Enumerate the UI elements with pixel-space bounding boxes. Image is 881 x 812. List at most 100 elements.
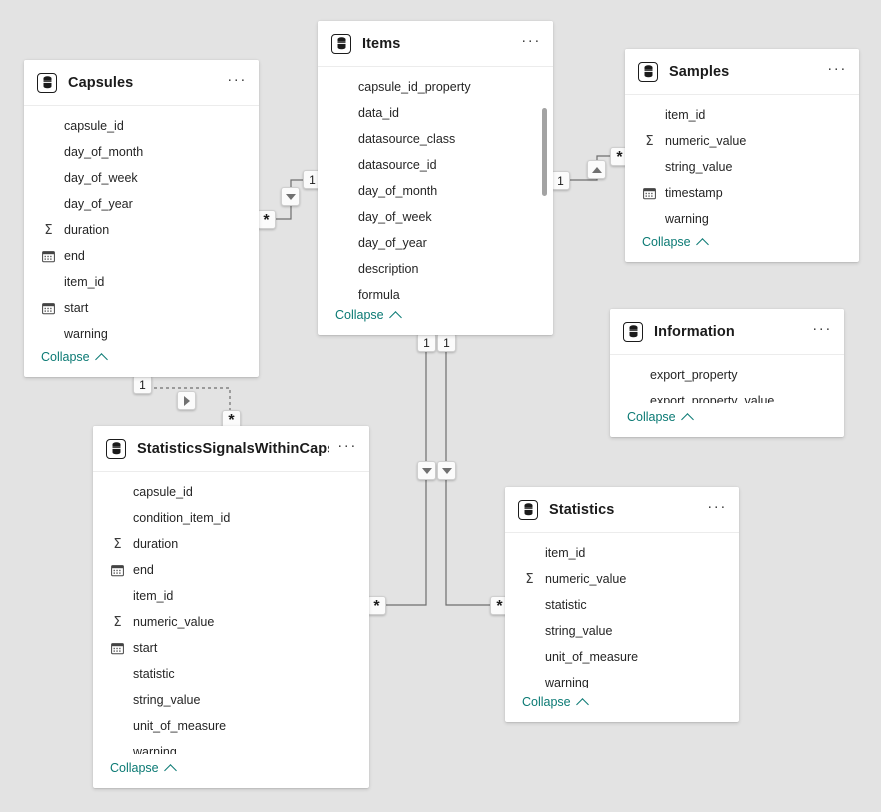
cardinality-badge-many[interactable]: *	[490, 596, 509, 615]
collapse-button-information[interactable]: Collapse	[627, 410, 694, 426]
ellipsis-icon[interactable]: ···	[707, 497, 727, 515]
cross-filter-arrow-down-icon[interactable]	[417, 461, 436, 480]
table-field-label: string_value	[133, 693, 201, 707]
collapse-label: Collapse	[642, 235, 691, 249]
table-header-stats_signals[interactable]: StatisticsSignalsWithinCapsules···	[93, 426, 369, 472]
table-field[interactable]: warning	[625, 206, 859, 228]
table-field[interactable]: item_id	[505, 540, 739, 566]
table-field[interactable]: timestamp	[625, 180, 859, 206]
table-field-label: duration	[64, 223, 110, 237]
chevron-up-icon	[94, 352, 108, 366]
table-field[interactable]: start	[24, 295, 259, 321]
table-field-label: item_id	[545, 546, 586, 560]
table-footer: Collapse	[318, 301, 553, 335]
cardinality-badge-one[interactable]: 1	[437, 333, 456, 352]
table-field[interactable]: unit_of_measure	[93, 713, 369, 739]
table-field[interactable]: formula	[318, 282, 553, 301]
cross-filter-arrow-down-icon[interactable]	[437, 461, 456, 480]
table-field[interactable]: statistic	[93, 661, 369, 687]
table-card-stats_signals[interactable]: StatisticsSignalsWithinCapsules··· capsul…	[93, 426, 369, 788]
collapse-button-capsules[interactable]: Collapse	[41, 350, 108, 366]
ellipsis-icon[interactable]: ···	[337, 436, 357, 454]
table-field[interactable]: item_id	[24, 269, 259, 295]
table-field[interactable]: day_of_month	[318, 178, 553, 204]
vertical-scrollbar[interactable]	[542, 108, 547, 196]
table-field[interactable]: export_property	[610, 362, 844, 388]
table-field[interactable]: item_id	[93, 583, 369, 609]
triangle-down-icon	[441, 467, 452, 474]
table-header-items[interactable]: Items···	[318, 21, 553, 67]
ellipsis-icon[interactable]: ···	[827, 59, 847, 77]
table-field[interactable]: item_id	[625, 102, 859, 128]
table-field[interactable]: string_value	[625, 154, 859, 180]
cardinality-badge-many[interactable]: *	[367, 596, 386, 615]
cross-filter-arrow-up-icon[interactable]	[587, 160, 606, 179]
table-title: Capsules	[68, 74, 134, 91]
table-field[interactable]: string_value	[93, 687, 369, 713]
table-field[interactable]: datasource_class	[318, 126, 553, 152]
table-header-samples[interactable]: Samples···	[625, 49, 859, 95]
table-field[interactable]: start	[93, 635, 369, 661]
table-field[interactable]: unit_of_measure	[505, 644, 739, 670]
table-field-label: unit_of_measure	[133, 719, 227, 733]
table-field[interactable]: day_of_year	[318, 230, 553, 256]
table-field[interactable]: end	[24, 243, 259, 269]
sigma-icon: Σ	[113, 536, 122, 552]
table-field[interactable]: data_id	[318, 100, 553, 126]
collapse-button-items[interactable]: Collapse	[335, 308, 402, 324]
table-field[interactable]: capsule_id	[24, 113, 259, 139]
table-field[interactable]: day_of_month	[24, 139, 259, 165]
cardinality-badge-one[interactable]: 1	[551, 171, 570, 190]
table-field[interactable]: capsule_id	[93, 479, 369, 505]
cross-filter-arrow-down-icon[interactable]	[281, 187, 300, 206]
ellipsis-icon[interactable]: ···	[812, 319, 832, 337]
cardinality-badge-one[interactable]: 1	[133, 375, 152, 394]
collapse-button-statistics[interactable]: Collapse	[522, 695, 589, 711]
table-field-label: capsule_id	[64, 119, 124, 133]
table-field[interactable]: day_of_year	[24, 191, 259, 217]
table-field[interactable]: day_of_week	[24, 165, 259, 191]
cardinality-badge-one[interactable]: 1	[417, 333, 436, 352]
ellipsis-icon[interactable]: ···	[521, 31, 541, 49]
table-field[interactable]: datasource_id	[318, 152, 553, 178]
cross-filter-arrow-right-icon[interactable]	[177, 391, 196, 410]
table-field[interactable]: export_property_value	[610, 388, 844, 403]
table-field[interactable]: end	[93, 557, 369, 583]
calendar-icon	[110, 641, 125, 656]
table-field[interactable]: day_of_week	[318, 204, 553, 230]
table-field[interactable]: warning	[24, 321, 259, 343]
table-field[interactable]: string_value	[505, 618, 739, 644]
table-header-statistics[interactable]: Statistics···	[505, 487, 739, 533]
table-header-information[interactable]: Information···	[610, 309, 844, 355]
cardinality-badge-many[interactable]: *	[610, 147, 629, 166]
table-field[interactable]: condition_item_id	[93, 505, 369, 531]
database-table-icon	[331, 33, 351, 54]
table-header-capsules[interactable]: Capsules ···	[24, 60, 259, 106]
table-field[interactable]: capsule_id_property	[318, 74, 553, 100]
calendar-icon	[642, 186, 657, 201]
cardinality-badge-many[interactable]: *	[257, 210, 276, 229]
ellipsis-icon[interactable]: ···	[227, 70, 247, 88]
table-field[interactable]: description	[318, 256, 553, 282]
collapse-button-samples[interactable]: Collapse	[642, 235, 709, 251]
table-field-label: item_id	[665, 108, 706, 122]
collapse-button-stats_signals[interactable]: Collapse	[110, 761, 177, 777]
table-field[interactable]: statistic	[505, 592, 739, 618]
table-footer: Collapse	[24, 343, 259, 377]
table-field-label: string_value	[545, 624, 613, 638]
table-field[interactable]: warning	[505, 670, 739, 688]
table-field-label: day_of_month	[358, 184, 438, 198]
table-field[interactable]: warning	[93, 739, 369, 754]
